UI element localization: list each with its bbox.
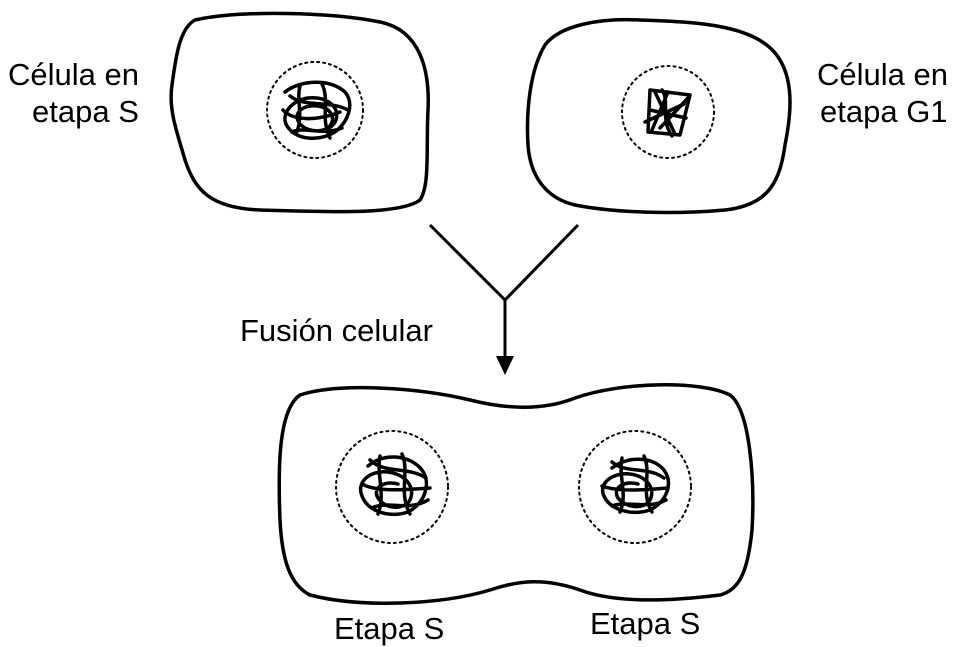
label-g1-cell-line1: Célula en — [817, 57, 948, 92]
nucleus-fused-left — [335, 430, 449, 544]
fusion-arrowhead — [496, 356, 514, 375]
nucleus-g1-phase — [621, 65, 715, 159]
nucleus-s-phase — [266, 61, 364, 159]
fusion-line-left — [428, 223, 507, 302]
chromatin-fused-left — [358, 452, 432, 517]
fusion-line-right — [503, 223, 580, 302]
label-bottom-left-stage: Etapa S — [334, 611, 445, 646]
label-bottom-right-stage: Etapa S — [590, 606, 701, 641]
chromatin-fused-right — [600, 454, 671, 515]
label-s-cell-line1: Célula en — [8, 57, 139, 92]
chromatin-decondensed — [643, 88, 692, 138]
label-fusion: Fusión celular — [240, 313, 433, 348]
chromatin-condensed — [281, 80, 352, 140]
cell-s-phase-membrane — [169, 11, 430, 214]
cell-g1-phase-membrane — [525, 17, 792, 215]
nucleus-fused-right — [578, 430, 692, 544]
fused-cell-membrane — [277, 383, 755, 605]
label-s-cell-line2: etapa S — [32, 94, 139, 129]
label-g1-cell-line2: etapa G1 — [820, 94, 948, 129]
